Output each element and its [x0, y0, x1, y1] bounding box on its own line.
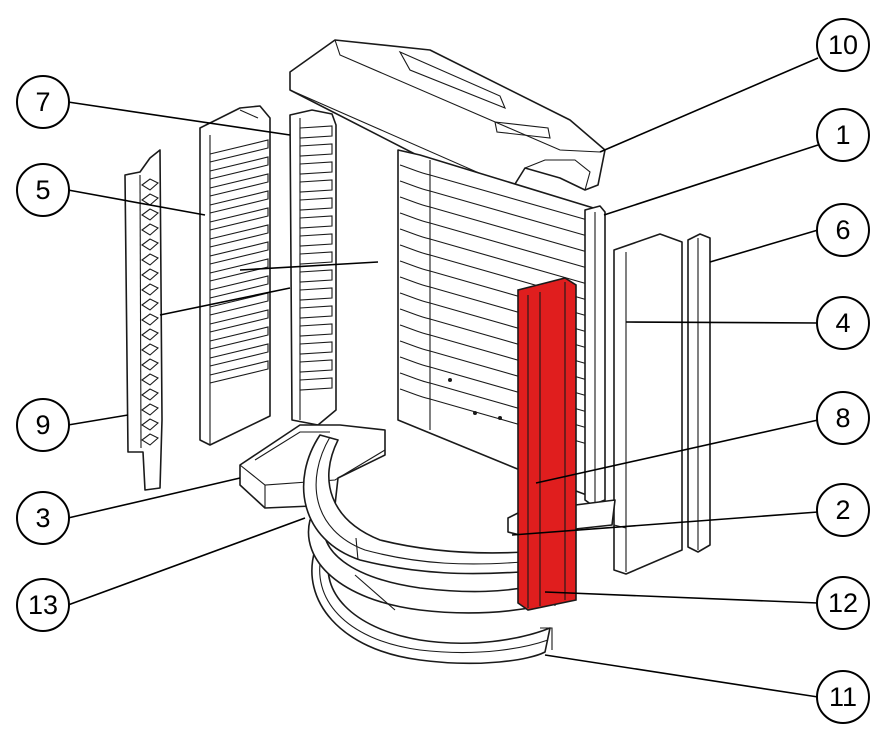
callout-label-12: 12 — [828, 588, 858, 618]
callout-6: 6 — [816, 203, 870, 257]
callout-label-1: 1 — [835, 120, 850, 150]
toothed-strip-left — [124, 149, 163, 491]
callout-1-1: 7 — [16, 75, 70, 129]
callout-3: 3 — [16, 491, 70, 545]
callout-10: 10 — [816, 18, 870, 72]
callout-label-3: 3 — [35, 503, 50, 533]
callout-label-4: 4 — [835, 308, 850, 338]
leader-lines — [67, 57, 819, 698]
callout-8: 8 — [816, 391, 870, 445]
callout-1: 1 — [816, 108, 870, 162]
side-panel-right — [584, 205, 606, 506]
callout-label-11: 11 — [829, 682, 857, 712]
callout-12: 12 — [816, 576, 870, 630]
callout-label-2: 2 — [835, 495, 850, 525]
callout-9: 9 — [16, 398, 70, 452]
callout-label-7: 7 — [35, 87, 50, 117]
callout-label-6: 6 — [835, 215, 850, 245]
lower-arc-rail — [311, 549, 553, 665]
side-strip-right — [687, 233, 711, 553]
side-panel-right-outer — [613, 233, 683, 575]
callout-13: 13 — [16, 578, 70, 632]
ribbed-strip — [289, 109, 337, 426]
callout-5: 5 — [16, 163, 70, 217]
callout-11: 11 — [816, 670, 870, 724]
callout-label-5: 5 — [35, 175, 50, 205]
callout-label-9: 9 — [35, 410, 50, 440]
callout-2: 2 — [816, 483, 870, 537]
callout-4: 4 — [816, 296, 870, 350]
callout-label-13: 13 — [28, 590, 58, 620]
callout-label-8: 8 — [835, 403, 850, 433]
front-post-highlighted — [517, 277, 577, 611]
ribbed-panel-left — [199, 105, 271, 446]
callout-label-10: 10 — [828, 30, 858, 60]
